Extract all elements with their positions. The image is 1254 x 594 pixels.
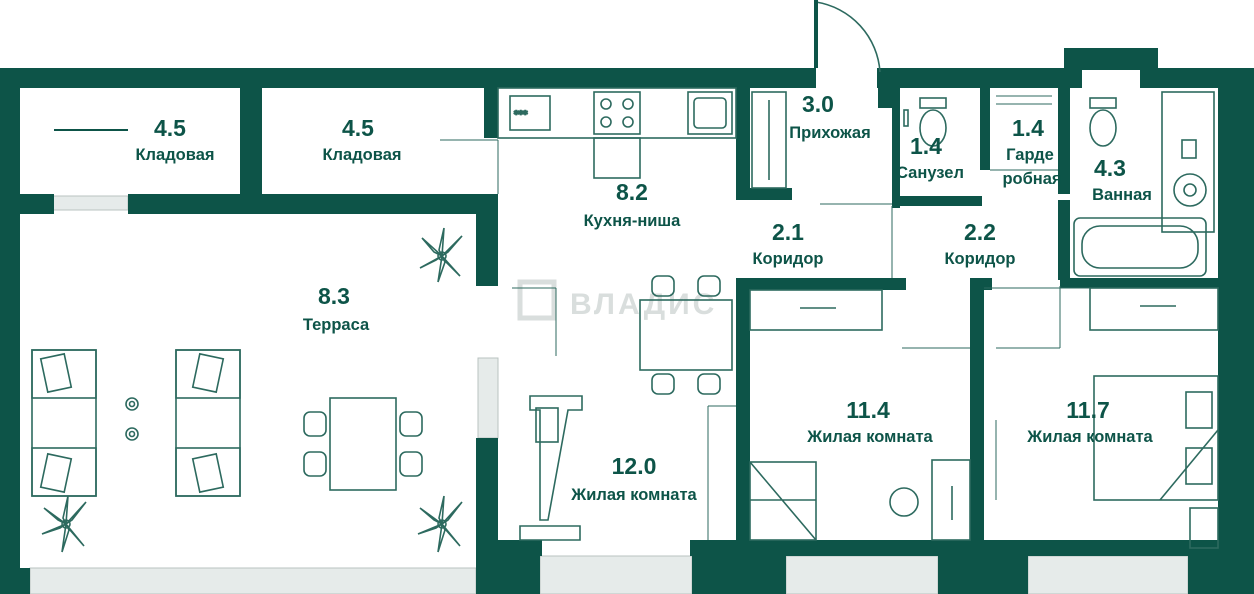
watermark: ВЛАДИС [517,279,717,321]
hallway-wardrobe [751,91,787,189]
room-name-living-1: Жилая комната [570,486,697,504]
room-name-wardrobe-line2: робная [1002,170,1061,188]
bedroom-2-furniture [1089,287,1219,549]
room-area-terrace: 8.3 [318,283,350,309]
room-name-bathroom: Ванная [1092,186,1152,204]
room-area-kitchen: 8.2 [616,179,648,205]
window-terrace [29,567,477,594]
room-name-corridor-2: Коридор [944,250,1015,268]
plant-icon [419,227,463,283]
window-terrace-side [477,357,499,439]
room-area-wc: 1.4 [910,133,942,159]
room-area-storage-1: 4.5 [154,115,186,141]
dining-table-kitchen [639,275,733,395]
plant-icon [417,495,463,553]
room-area-living-2: 11.4 [846,397,890,423]
room-area-corridor-1: 2.1 [772,219,804,245]
wardrobe-shelving [996,95,1052,105]
terrace-sofa-left [31,349,97,497]
room-name-kitchen: Кухня-ниша [584,212,682,230]
room-area-hallway: 3.0 [802,91,834,117]
room-name-wardrobe: Гарде [1006,146,1054,164]
terrace-sofa-right [175,349,241,497]
walls [0,48,1254,594]
room-labels: 4.5 Кладовая 4.5 Кладовая 8.2 Кухня-ниша… [135,91,1153,504]
terrace-dining-table [303,397,423,491]
room-name-corridor-1: Коридор [752,250,823,268]
room-area-corridor-2: 2.2 [964,219,996,245]
entrance-door [815,0,881,73]
room-name-living-2: Жилая комната [806,428,933,446]
room-area-bathroom: 4.3 [1094,155,1126,181]
room-area-wardrobe: 1.4 [1012,115,1044,141]
watermark-text: ВЛАДИС [570,288,717,321]
room-name-wc: Санузел [896,164,964,182]
room-name-storage-2: Кладовая [322,146,401,164]
windows [29,195,1189,594]
svg-text:***: *** [514,110,528,120]
plant-icon [41,495,87,553]
wc-toilet [903,97,947,147]
window-living-3 [1027,555,1189,594]
window-living-2 [785,555,939,594]
room-name-living-3: Жилая комната [1026,428,1153,446]
bathroom-fixtures [1073,91,1215,277]
room-name-terrace: Терраса [303,316,370,334]
room-name-storage-1: Кладовая [135,146,214,164]
window-storage [51,195,129,211]
terrace-coffee-table [125,397,139,441]
room-area-living-1: 12.0 [612,453,657,479]
room-area-storage-2: 4.5 [342,115,374,141]
doors [814,0,881,73]
bedroom-1-furniture [749,289,971,541]
window-living-1 [539,555,693,594]
room-name-hallway: Прихожая [789,124,870,142]
room-area-living-3: 11.7 [1066,397,1110,423]
armchair-living-1 [519,395,583,541]
kitchen-counter: *** [497,87,737,179]
plant-icons [41,227,463,553]
